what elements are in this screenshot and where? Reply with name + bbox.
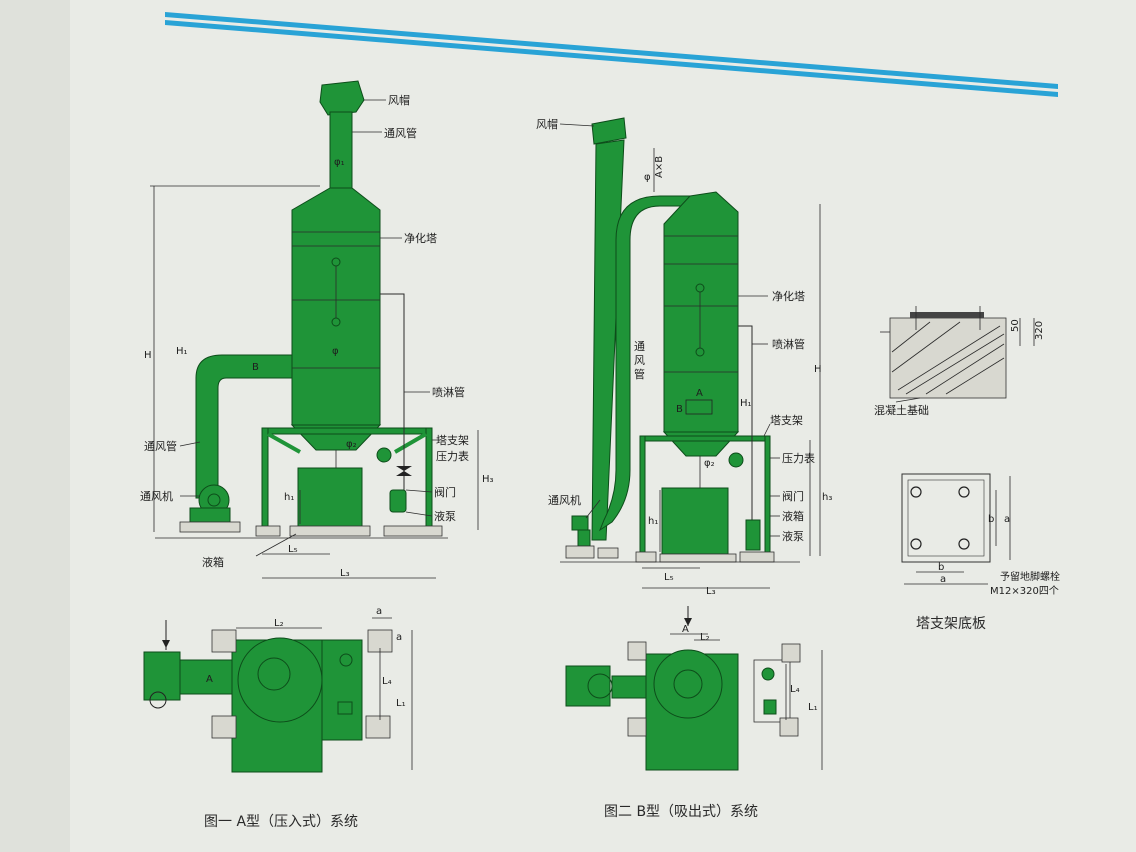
b-label-vent-pipe-2: 风 [634,354,645,367]
a-label-vent-pipe-side: 通风管 [144,439,177,453]
b-liquid-tank [661,487,729,555]
base-dim-320: 320 [1034,321,1045,340]
a-vent-pipe-side [195,354,293,499]
a-label-spray-pipe: 喷淋管 [432,385,465,399]
a-plan-dim-a: a [376,606,382,617]
base-plate-plan: b a b a 予留地脚螺栓 M12×320四个 [901,473,1060,597]
b-dim-B: B [676,404,683,415]
a-dim-B: B [252,362,259,373]
b-dim-L5: L₅ [664,572,674,583]
b-dim-L3: L₃ [706,586,716,597]
a-dim-H1: H₁ [176,346,188,357]
a-liquid-pump [389,489,407,513]
plate-note-1: 予留地脚螺栓 [1000,570,1060,583]
foundation-section: 50 320 混凝土基础 [874,306,1045,417]
a-plan-dim-A: A [206,674,213,685]
b-dim-H: H [814,364,822,375]
a-support-frame [261,427,433,435]
anchor-bolt-icon [910,486,922,498]
b-fan [571,515,589,531]
b-plan-dim-A: A [682,624,689,635]
b-vent-pipe-curve [598,195,691,532]
figure-a-caption: 图一 A型（压入式）系统 [204,814,358,830]
b-dim-phi2: φ₂ [704,458,715,469]
page-fold-shadow [0,0,70,852]
a-dim-L5: L₅ [288,544,298,555]
figure-b-plan: A L₂ L₄ L₁ [565,606,823,771]
a-vent-pipe-top [329,111,353,193]
a-plan-dim-L1: L₁ [396,698,406,709]
a-dim-L3: L₃ [340,568,350,579]
figure-b-elevation [559,117,821,589]
b-label-spray-pipe: 喷淋管 [772,337,805,351]
b-label-hood: 风帽 [536,118,558,131]
a-label-valve: 阀门 [434,485,456,499]
a-dim-H3: H₃ [482,474,494,485]
b-plan-dim-L4: L₄ [790,684,800,695]
a-dim-phi1: φ₁ [334,157,345,168]
header-stripes [165,12,1058,97]
a-plan-dim-L4: L₄ [382,676,392,687]
a-label-vent-pipe-top: 通风管 [384,126,417,140]
plate-dim-b: b [988,514,994,525]
b-label-gauge: 压力表 [782,451,815,465]
figure-a-elevation [150,80,479,579]
plate-note-2: M12×320四个 [990,585,1059,597]
figure-a-labels: 风帽 通风管 净化塔 喷淋管 塔支架 压力表 阀门 液泵 通风管 通风机 液箱 … [140,94,494,579]
b-pressure-gauge [728,452,744,468]
plate-dim-b2: b [938,562,944,573]
b-label-fan: 通风机 [548,493,581,507]
b-liquid-pump [745,519,761,551]
a-liquid-tank [297,467,363,529]
a-label-tower: 净化塔 [404,231,437,245]
b-plan-dim-L2: L₂ [700,632,710,643]
a-plan-dim-a2: a [396,632,402,643]
a-label-hood: 风帽 [388,94,410,107]
b-label-pump: 液泵 [782,529,804,543]
figure-a-plan: L₂ a a A L₄ L₁ [143,606,413,773]
figure-b-labels: 风帽 净化塔 喷淋管 通 风 管 塔支架 压力表 阀门 液箱 液泵 通风机 φ … [536,118,832,597]
a-dim-h1: h₁ [284,492,294,503]
anchor-bolt-icon [958,538,970,550]
plate-dim-a2: a [940,574,946,585]
b-label-tank: 液箱 [782,509,804,523]
base-dim-50: 50 [1010,319,1021,332]
b-dim-h3: h₃ [822,492,832,503]
a-label-support: 塔支架 [436,434,469,447]
a-plan-dim-L2: L₂ [274,618,284,629]
a-label-fan: 通风机 [140,489,173,503]
plate-dim-a: a [1004,514,1010,525]
b-label-support: 塔支架 [770,414,803,427]
concrete-foundation [889,317,1007,399]
a-label-tank: 液箱 [202,555,224,569]
foundation-label: 混凝土基础 [874,403,929,417]
a-hood [319,80,365,116]
base-plate-caption: 塔支架底板 [916,616,986,632]
b-label-valve: 阀门 [782,489,804,503]
b-dim-A: A [696,388,703,399]
a-dim-phi: φ [332,346,339,357]
base-plate [901,473,991,563]
anchor-bolt-icon [958,486,970,498]
b-support-frame [639,435,771,442]
b-hood [591,117,627,145]
b-dim-h1: h₁ [648,516,658,527]
figure-b-caption: 图二 B型（吸出式）系统 [604,804,758,820]
b-plan-dim-L1: L₁ [808,702,818,713]
b-label-tower: 净化塔 [772,289,805,303]
a-label-gauge: 压力表 [436,449,469,463]
b-dim-phi: φ [644,172,651,183]
anchor-bolt-icon [910,538,922,550]
b-label-vent-pipe-1: 通 [634,340,645,353]
a-dim-H: H [144,350,152,361]
a-pressure-gauge [376,447,392,463]
b-dim-H1: H₁ [740,398,752,409]
b-label-vent-pipe-3: 管 [634,367,645,381]
a-dim-phi2: φ₂ [346,439,357,450]
a-label-pump: 液泵 [434,509,456,523]
b-dim-AxB: A×B [654,156,665,178]
